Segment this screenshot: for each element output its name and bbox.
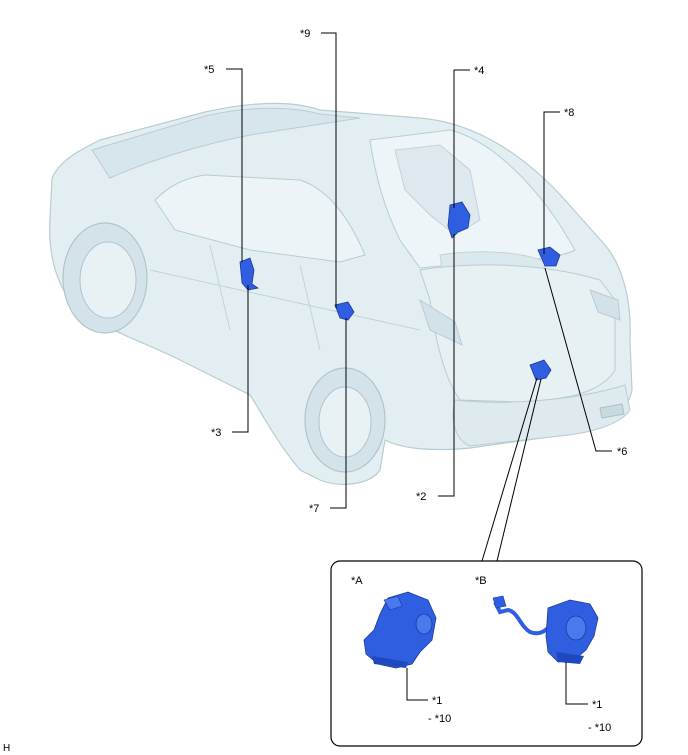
callout-labels: *5 *3 *9 *7 *4 *2 *8 *6 [204, 28, 627, 515]
part-3-5-rear-door-lock [239, 257, 260, 291]
inset-b-callout-1: *1 [592, 699, 602, 711]
leader-lines [226, 32, 612, 562]
callout-2: *2 [416, 491, 426, 503]
part-7-9-rear-door-lock [334, 301, 355, 321]
vehicle-front-wheel [62, 222, 148, 334]
vehicle-rear-bumper [452, 384, 631, 447]
inset-label-b: *B [475, 575, 487, 587]
leader-8 [543, 111, 560, 254]
vehicle-body [49, 102, 633, 485]
highlighted-parts [239, 201, 561, 381]
vehicle-side-windows [154, 174, 366, 263]
leader-4 [453, 69, 470, 208]
vehicle-tail-lamp-left [419, 298, 463, 346]
detail-inset: *A *B *1 - *10 *1 - *10 [330, 560, 643, 747]
vehicle-tail-lamp-right [589, 289, 621, 321]
leader-7 [330, 318, 347, 509]
leader-9 [321, 32, 337, 308]
leader-inset-right [496, 378, 542, 562]
lock-actuator-b [492, 595, 599, 664]
vehicle-door-seams [149, 244, 421, 351]
leader-6 [544, 267, 612, 452]
vehicle-tailgate [419, 264, 616, 403]
lock-actuator-a [363, 591, 437, 669]
leader-2 [438, 234, 455, 497]
part-1-tailgate-lock [529, 359, 552, 381]
corner-mark: H [3, 743, 10, 754]
vehicle-roof [91, 107, 361, 179]
callout-3: *3 [211, 427, 221, 439]
inset-label-a: *A [351, 575, 363, 587]
leader-inset-b-1 [565, 662, 588, 705]
callout-8: *8 [564, 107, 574, 119]
callout-4: *4 [474, 65, 484, 77]
inset-a-callout-1: *1 [432, 695, 442, 707]
callout-6: *6 [617, 446, 627, 458]
vehicle-rear-wheel [304, 367, 386, 473]
inset-a-callout-10: - *10 [428, 713, 451, 725]
callout-5: *5 [204, 64, 214, 76]
leader-3 [232, 285, 249, 433]
leader-inset-left [481, 377, 538, 562]
inset-b-callout-10: - *10 [588, 722, 611, 734]
vehicle-exhaust [599, 403, 625, 419]
part-2-4-cargo-component [447, 201, 471, 239]
leader-5 [226, 68, 243, 262]
callout-9: *9 [300, 28, 310, 40]
callout-7: *7 [309, 503, 319, 515]
leader-inset-a-1 [406, 668, 428, 701]
